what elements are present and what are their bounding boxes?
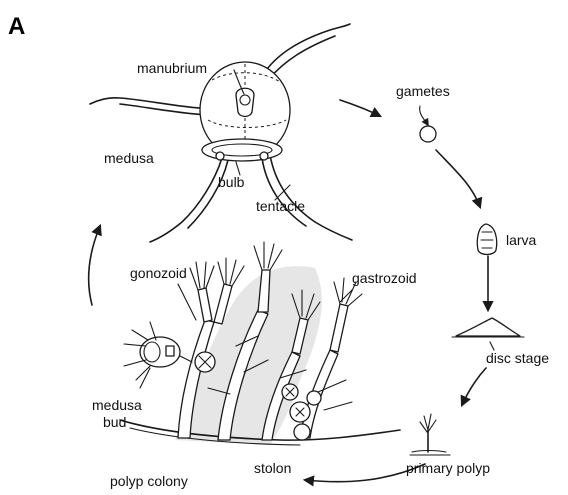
arrow-gametes-to-larva xyxy=(436,150,480,207)
disc-stage-illustration xyxy=(452,318,524,350)
label-stolon: stolon xyxy=(254,460,291,476)
label-polyp-colony: polyp colony xyxy=(110,473,188,489)
label-medusa: medusa xyxy=(104,150,154,166)
primary-polyp-illustration xyxy=(410,414,450,455)
arrow-medusa-to-gametes xyxy=(340,100,380,116)
gamete-cell xyxy=(420,126,436,142)
gamete-pointer xyxy=(420,106,428,125)
label-bulb: bulb xyxy=(218,174,244,190)
larva-illustration xyxy=(477,224,496,255)
label-gonozoid: gonozoid xyxy=(130,265,187,281)
arrow-disc-to-primary-polyp xyxy=(462,368,486,405)
arrow-colony-to-medusa xyxy=(89,226,100,305)
label-medusa-bud-line1: medusa xyxy=(92,397,142,413)
label-medusa-bud-line2: bud xyxy=(103,414,126,430)
label-gastrozoid: gastrozoid xyxy=(352,270,417,286)
medusa-illustration xyxy=(90,24,352,242)
panel-label: A xyxy=(8,14,25,40)
label-disc-stage: disc stage xyxy=(486,350,549,366)
label-manubrium: manubrium xyxy=(137,60,207,76)
label-tentacle: tentacle xyxy=(256,198,305,214)
label-primary-polyp: primary polyp xyxy=(406,460,490,476)
label-larva: larva xyxy=(506,232,536,248)
label-gametes: gametes xyxy=(396,83,450,99)
